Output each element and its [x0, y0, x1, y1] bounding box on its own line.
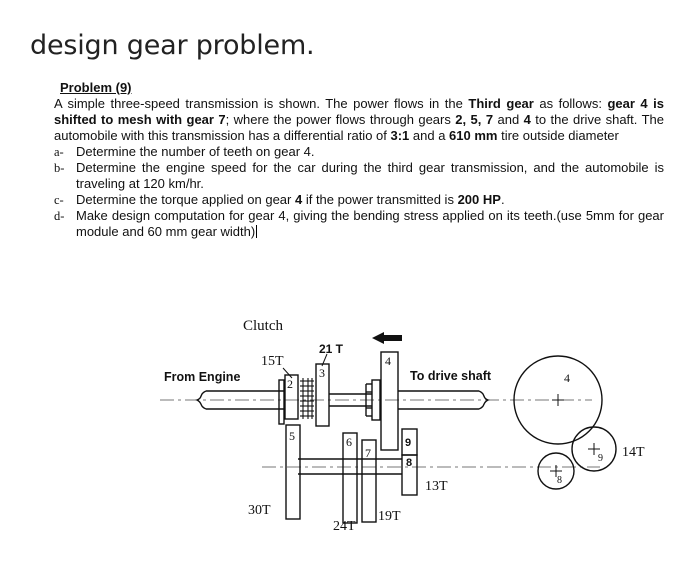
text-cursor: [256, 225, 258, 238]
synchro-hub: [365, 379, 381, 421]
gear-number-9: 9: [405, 437, 411, 449]
gear-6: [342, 432, 358, 524]
intro-bold: gear 4 is shifted to mesh with gear 7: [54, 96, 664, 127]
question-marker: b-: [54, 161, 65, 175]
intro-bold: 2, 5, 7: [455, 112, 494, 127]
question-item: b- Determine the engine speed for the car…: [54, 160, 664, 192]
gear-2: [284, 374, 299, 420]
circle-gear-8: [537, 452, 575, 490]
clutch-hatch: [300, 378, 314, 419]
label-24t: 24T: [333, 519, 356, 534]
question-text-part: Make design computation for gear 4, givi…: [76, 208, 664, 239]
question-text-part: if the power transmitted is: [302, 192, 458, 207]
countershaft: [298, 458, 402, 475]
label-13t: 13T: [425, 479, 448, 494]
question-item: c- Determine the torque applied on gear 4…: [54, 192, 664, 208]
question-text: Determine the number of teeth on gear 4.: [76, 144, 315, 159]
problem-heading: Problem (9): [60, 80, 132, 95]
intro-bold: Third gear: [468, 96, 534, 111]
label-14t: 14T: [622, 445, 645, 460]
to-drive-shaft-label: To drive shaft: [410, 369, 492, 383]
label-19t: 19T: [378, 509, 401, 524]
question-marker: a-: [54, 145, 64, 159]
label-15t: 15T: [261, 354, 284, 369]
circle-gear-9: [571, 426, 617, 472]
question-item: d- Make design computation for gear 4, gi…: [54, 208, 664, 240]
question-item: a- Determine the number of teeth on gear …: [54, 144, 664, 160]
gear-4: [380, 351, 399, 451]
gear-number-4: 4: [385, 354, 391, 368]
gear-8: [401, 454, 418, 496]
intro-bold: 4: [523, 112, 531, 127]
gear-number-8: 8: [406, 457, 412, 469]
gear-7: [361, 439, 377, 523]
page-title: design gear problem.: [30, 30, 315, 61]
transmission-diagram: Clutch 15T 21 T From Engine To drive sha…: [160, 318, 645, 534]
shift-arrow: [372, 332, 402, 344]
gear-5: [285, 424, 301, 520]
gear-number-3: 3: [319, 366, 325, 380]
question-marker: c-: [54, 193, 64, 207]
gear-number-2: 2: [287, 377, 293, 391]
input-shaft: [195, 390, 284, 410]
intro-text: ; where the power flows through gears: [225, 112, 456, 127]
leader-21t: [321, 353, 328, 367]
intro-bold: 3:1: [390, 128, 410, 143]
gear-number-7: 7: [365, 446, 371, 460]
question-text: Determine the engine speed for the car d…: [76, 160, 664, 191]
question-text-part: Determine the torque applied on gear: [76, 192, 295, 207]
circle-label-8: 8: [557, 475, 562, 486]
intro-bold: 610 mm: [449, 128, 498, 143]
intro-text: and a: [409, 128, 450, 143]
question-text: Make design computation for gear 4, givi…: [76, 208, 664, 240]
question-text: Determine the torque applied on gear 4 i…: [76, 192, 664, 208]
circle-gear-4: [513, 355, 603, 445]
output-shaft: [398, 390, 490, 410]
question-bold: 200 HP: [457, 192, 501, 207]
problem-intro: A simple three-speed transmission is sho…: [54, 96, 664, 144]
intro-text: A simple three-speed transmission is sho…: [54, 96, 469, 111]
leader-15t: [282, 367, 293, 379]
from-engine-label: From Engine: [164, 370, 240, 384]
label-21t: 21 T: [319, 342, 344, 356]
intro-text: as follows:: [533, 96, 608, 111]
question-bold: 4: [294, 192, 303, 207]
problem-text: Problem (9) A simple three-speed transmi…: [54, 80, 664, 240]
intro-text: and: [493, 112, 524, 127]
clutch-plate: [278, 379, 285, 425]
circle-label-9: 9: [598, 453, 603, 464]
circle-label-4: 4: [564, 371, 570, 385]
question-text-part: .: [500, 192, 505, 207]
clutch-label: Clutch: [243, 318, 283, 334]
gear-number-6: 6: [346, 435, 352, 449]
intro-text: to the drive shaft. The automobile with …: [54, 112, 664, 143]
gear-number-5: 5: [289, 429, 295, 443]
intro-text: tire outside diameter: [497, 128, 619, 143]
question-marker: d-: [54, 209, 65, 223]
label-30t: 30T: [248, 503, 271, 518]
question-list: a- Determine the number of teeth on gear …: [54, 144, 664, 240]
